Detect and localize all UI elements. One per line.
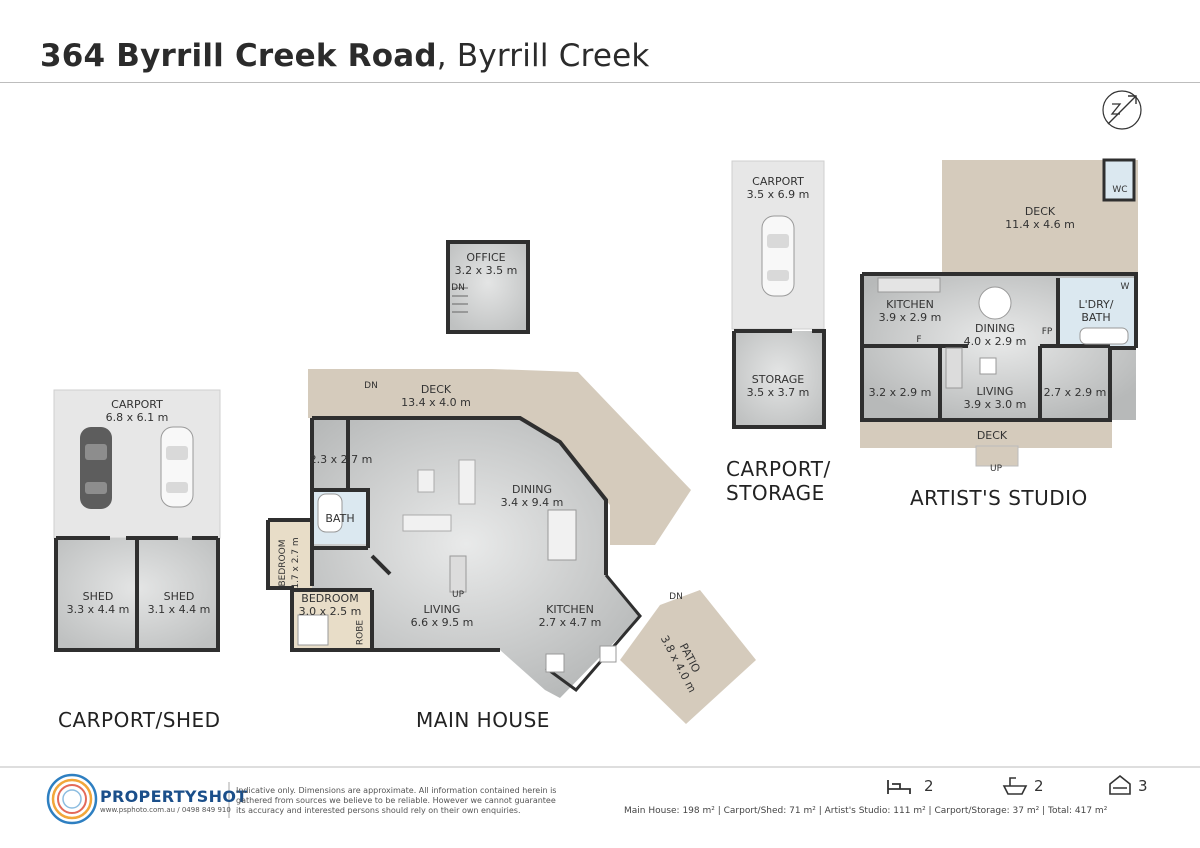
bed-icon xyxy=(887,780,911,794)
room-dims-label: 2.7 x 2.9 m xyxy=(1043,386,1107,399)
car-space-count: 3 xyxy=(1138,777,1148,795)
car-icon xyxy=(761,215,795,297)
carport-shed-plan xyxy=(53,389,221,652)
stair-up-label: UP xyxy=(989,464,1003,474)
fridge-label: F xyxy=(916,335,922,345)
stair-dn-label: DN xyxy=(451,283,465,293)
room-dims-label: 2.3 x 2.7 m xyxy=(309,453,373,466)
stair-dn-label: DN xyxy=(669,592,683,602)
office-plan xyxy=(446,240,530,334)
address-separator: , xyxy=(436,38,457,74)
room-deck-label: DECK xyxy=(976,429,1008,442)
room-wc-label: WC xyxy=(1112,185,1128,195)
caption-artists-studio: ARTIST'S STUDIO xyxy=(910,486,1088,510)
carport-storage-plan xyxy=(731,160,826,429)
bedroom-count: 2 xyxy=(924,777,934,795)
fireplace-label: FP xyxy=(1041,327,1053,337)
area-summary: Main House: 198 m² | Carport/Shed: 71 m²… xyxy=(624,806,1108,816)
bath-icon xyxy=(1002,777,1028,795)
propertyshot-logo xyxy=(46,773,98,825)
room-laundry-bath-label: L'DRY/BATH xyxy=(1078,298,1114,324)
car-icon xyxy=(160,426,194,508)
bathroom-count: 2 xyxy=(1034,777,1044,795)
artists-studio-plan xyxy=(860,158,1138,467)
address-street: 364 Byrrill Creek Road xyxy=(40,38,437,74)
main-house-plan xyxy=(266,369,756,724)
car-icon xyxy=(1109,774,1131,795)
compass-icon xyxy=(1102,90,1142,130)
stair-up-label: UP xyxy=(451,590,465,600)
header-divider xyxy=(0,82,1200,83)
address-suburb: Byrrill Creek xyxy=(456,38,650,74)
room-dims-label: 3.2 x 2.9 m xyxy=(868,386,932,399)
property-address: 364 Byrrill Creek Road, Byrrill Creek xyxy=(40,38,650,74)
caption-main-house: MAIN HOUSE xyxy=(416,708,550,732)
washer-label: W xyxy=(1120,282,1130,292)
disclaimer: Indicative only. Dimensions are approxim… xyxy=(236,786,557,815)
caption-carport-shed: CARPORT/SHED xyxy=(58,708,221,732)
caption-carport-storage: CARPORT/STORAGE xyxy=(726,457,831,505)
stair-dn-label: DN xyxy=(364,381,378,391)
brand-contact: www.psphoto.com.au / 0498 849 910 xyxy=(100,806,231,814)
room-robe-label: ROBE xyxy=(355,619,366,646)
room-bath-label: BATH xyxy=(325,512,355,525)
brand-name: PROPERTYSHOT xyxy=(100,787,248,806)
car-icon xyxy=(80,427,112,509)
